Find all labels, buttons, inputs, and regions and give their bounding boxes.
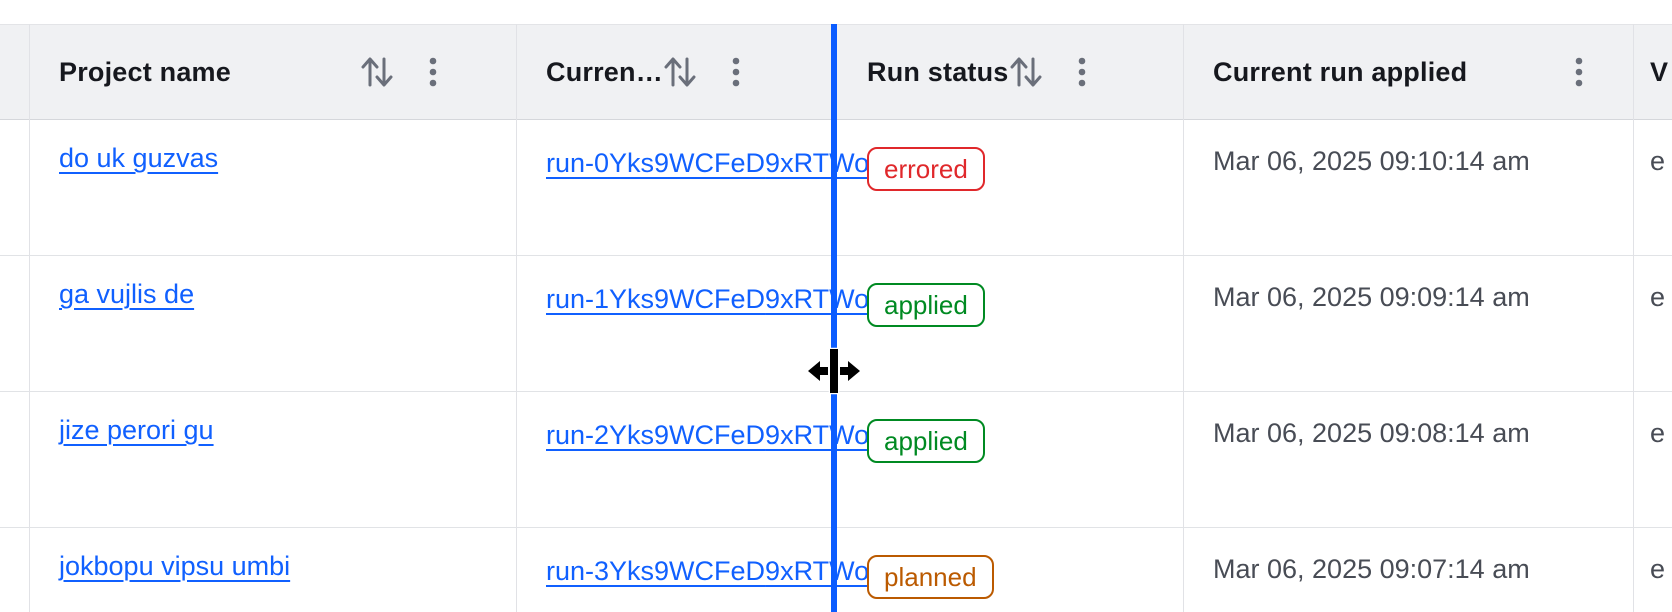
column-menu-button[interactable] — [1574, 55, 1584, 89]
overflow-cell-text: e — [1650, 554, 1666, 584]
current-run-applied-timestamp: Mar 06, 2025 09:09:14 am — [1213, 282, 1530, 312]
column-label: Run status — [867, 56, 1009, 87]
run-id-line-1: run-2Yks9WCFeD — [546, 420, 766, 450]
project-link[interactable]: jize perori gu — [59, 415, 214, 445]
column-divider — [1633, 24, 1634, 612]
run-link[interactable]: run-2Yks9WCFeD9xRTWo — [546, 409, 869, 462]
run-id-line-1: run-1Yks9WCFeD — [546, 284, 766, 314]
sort-arrows-icon — [1010, 57, 1042, 87]
column-divider — [29, 24, 30, 612]
status-badge: errored — [867, 147, 985, 191]
status-badge: applied — [867, 283, 985, 327]
column-menu-button[interactable] — [731, 55, 741, 89]
run-link[interactable]: run-0Yks9WCFeD9xRTWo — [546, 137, 869, 190]
run-id-line-2: 9xRTWo — [765, 148, 870, 178]
sort-button[interactable] — [663, 52, 697, 92]
column-menu-button[interactable] — [1077, 55, 1087, 89]
current-run-applied-timestamp: Mar 06, 2025 09:08:14 am — [1213, 418, 1530, 448]
kebab-menu-icon — [732, 57, 740, 87]
status-badge: applied — [867, 419, 985, 463]
sort-arrows-icon — [664, 57, 696, 87]
column-resize-guide[interactable] — [831, 24, 837, 612]
column-header-project-name[interactable]: Project name — [29, 24, 516, 120]
project-link[interactable]: ga vujlis de — [59, 279, 195, 309]
column-menu-button[interactable] — [428, 55, 438, 89]
current-run-applied-timestamp: Mar 06, 2025 09:07:14 am — [1213, 554, 1530, 584]
run-id-line-1: run-3Yks9WCFeD — [546, 556, 766, 586]
column-label: Current run applied — [1213, 56, 1468, 87]
sort-button[interactable] — [1009, 52, 1043, 92]
run-id-line-2: 9xRTWo — [765, 556, 870, 586]
run-id-line-1: run-0Yks9WCFeD — [546, 148, 766, 178]
overflow-cell-text: e — [1650, 146, 1666, 176]
project-link[interactable]: jokbopu vipsu umbi — [59, 551, 291, 581]
kebab-menu-icon — [1575, 57, 1583, 87]
run-id-line-2: 9xRTWo — [765, 420, 870, 450]
column-header-run-status[interactable]: Run status — [833, 24, 1183, 120]
column-header-current-run[interactable]: Curren… — [516, 24, 833, 120]
column-header-current-run-applied[interactable]: Current run applied — [1183, 24, 1633, 120]
sort-arrows-icon — [361, 57, 393, 87]
run-id-line-2: 9xRTWo — [765, 284, 870, 314]
overflow-cell-text: e — [1650, 418, 1666, 448]
kebab-menu-icon — [1078, 57, 1085, 87]
column-label: Project name — [59, 56, 231, 87]
overflow-cell-text: e — [1650, 282, 1666, 312]
column-label: Curren… — [546, 56, 663, 87]
current-run-applied-timestamp: Mar 06, 2025 09:10:14 am — [1213, 146, 1530, 176]
run-link[interactable]: run-3Yks9WCFeD9xRTWo — [546, 545, 869, 598]
column-label: V — [1650, 56, 1669, 87]
project-link[interactable]: do uk guzvas — [59, 143, 219, 173]
run-link[interactable]: run-1Yks9WCFeD9xRTWo — [546, 273, 869, 326]
kebab-menu-icon — [429, 57, 437, 87]
sort-button[interactable] — [360, 52, 394, 92]
column-divider — [1183, 24, 1184, 612]
column-divider — [516, 24, 517, 612]
column-header-overflow: V — [1633, 24, 1672, 120]
status-badge: planned — [867, 555, 994, 599]
